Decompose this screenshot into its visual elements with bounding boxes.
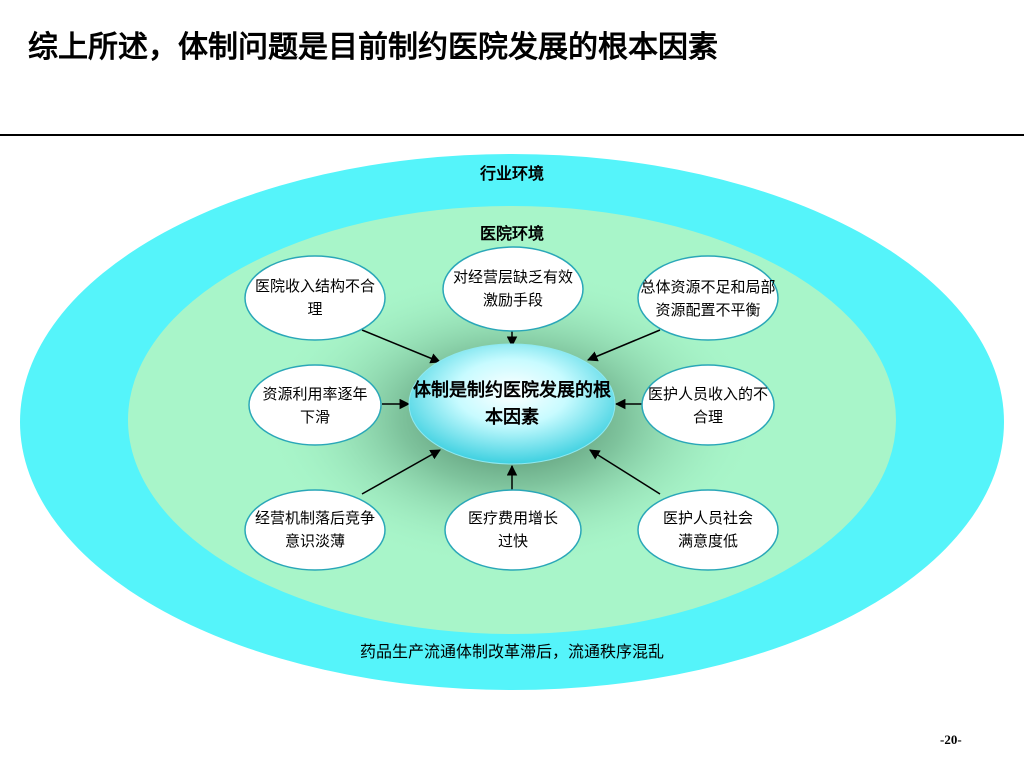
node-satisfaction-shape [637, 489, 779, 571]
node-utilization: 资源利用率逐年下滑 [262, 385, 368, 426]
node-incentive: 对经营层缺乏有效激励手段 [452, 268, 573, 309]
page-number: -20- [940, 732, 962, 747]
node-incentive-shape [442, 246, 584, 332]
arrows [361, 318, 661, 495]
node-resources: 总体资源不足和局部资源配置不平衡 [640, 278, 776, 319]
node-mechanism: 经营机制落后竞争意识淡薄 [254, 509, 375, 550]
center-node: 体制是制约医院发展的根本因素 [413, 380, 611, 428]
node-cost-shape [444, 489, 582, 571]
center-node-shape [408, 343, 616, 465]
node-utilization-shape [248, 364, 382, 446]
node-cost: 医疗费用增长过快 [467, 509, 558, 550]
page-title: 综上所述，体制问题是目前制约医院发展的根本因素 [28, 30, 718, 65]
arrow-satisfaction [589, 449, 661, 495]
arrow-resources [587, 329, 661, 362]
node-mechanism-shape [244, 489, 386, 571]
industry-environment-label: 行业环境 [479, 164, 544, 183]
bottom-label: 药品生产流通体制改革滞后，流通秩序混乱 [359, 642, 664, 661]
node-staff-income-shape [641, 364, 775, 446]
arrow-mechanism [361, 449, 441, 495]
hospital-environment-label: 医院环境 [479, 224, 544, 243]
node-income: 医院收入结构不合理 [254, 277, 375, 318]
arrow-income [361, 329, 441, 364]
node-shapes [244, 246, 779, 571]
title-divider [0, 134, 1024, 136]
node-resources-shape [637, 255, 779, 341]
node-income-shape [244, 255, 386, 341]
node-staff-income: 医护人员收入的不合理 [648, 385, 769, 426]
node-satisfaction: 医护人员社会满意度低 [662, 509, 753, 550]
